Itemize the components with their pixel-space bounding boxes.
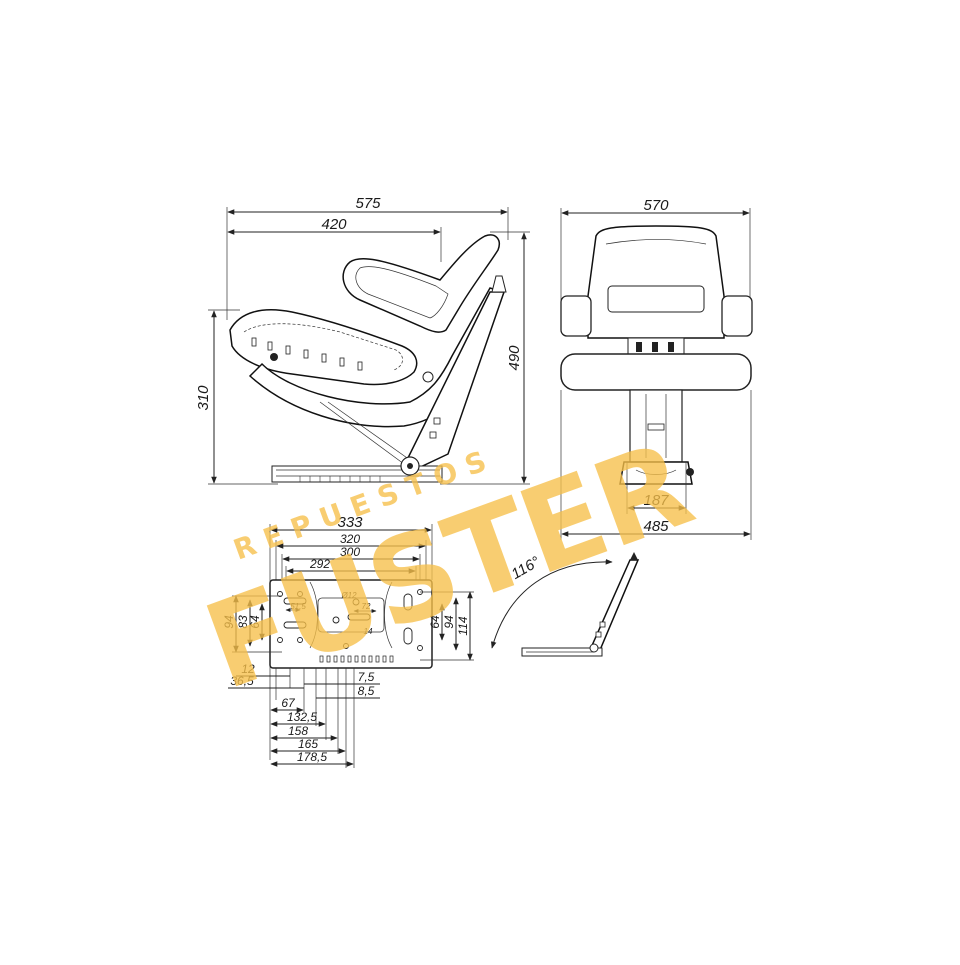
front-seat-cushion — [560, 353, 752, 391]
dim-right-64: 64 — [428, 615, 442, 629]
dim-420: 420 — [321, 216, 347, 233]
dim-14: 14 — [364, 627, 373, 636]
front-backrest-shape — [587, 225, 725, 339]
watermark-logo: REPUESTOS FUSTER — [188, 415, 706, 716]
seat-cushion-shape — [229, 309, 418, 386]
dim-12: 12 — [241, 662, 255, 676]
dim-178-5: 178,5 — [297, 750, 327, 764]
dim-right-94: 94 — [442, 615, 456, 629]
left-armrest — [560, 295, 592, 337]
front-view: 570 187 485 — [560, 197, 753, 540]
dim-left-83: 83 — [236, 615, 250, 629]
dim-36-5: 36,5 — [230, 674, 254, 688]
angle-arc — [490, 558, 613, 649]
dim-333: 333 — [337, 514, 363, 531]
dim-7-5: 7,5 — [358, 670, 375, 684]
dim-72: 72 — [362, 602, 371, 611]
dim-310: 310 — [195, 385, 212, 411]
dim-300: 300 — [340, 545, 360, 559]
dim-485: 485 — [643, 518, 669, 535]
dim-8-5: 8,5 — [358, 684, 375, 698]
base-plate-view: 333 320 300 292 — [222, 514, 474, 768]
seat-holes — [251, 337, 363, 371]
dim-158: 158 — [288, 724, 308, 738]
dim-187: 187 — [643, 492, 669, 509]
side-view: 575 420 310 490 — [195, 195, 530, 485]
dim-left-64: 64 — [248, 615, 262, 629]
backrest-shape — [342, 234, 500, 333]
dim-hole-diameter: Ø12 — [340, 591, 357, 600]
dim-left-94: 94 — [222, 615, 236, 629]
dim-right-114: 114 — [456, 616, 470, 635]
dim-67: 67 — [281, 696, 296, 710]
dim-292: 292 — [309, 557, 330, 571]
dim-490: 490 — [506, 345, 523, 371]
right-armrest — [721, 295, 753, 337]
dim-570: 570 — [643, 197, 669, 214]
dim-132-5: 132,5 — [287, 710, 317, 724]
dim-320: 320 — [340, 532, 360, 546]
dim-165: 165 — [298, 737, 318, 751]
dim-575: 575 — [355, 195, 381, 212]
dim-51-5: 51,5 — [290, 602, 306, 611]
base-plate — [269, 579, 433, 669]
